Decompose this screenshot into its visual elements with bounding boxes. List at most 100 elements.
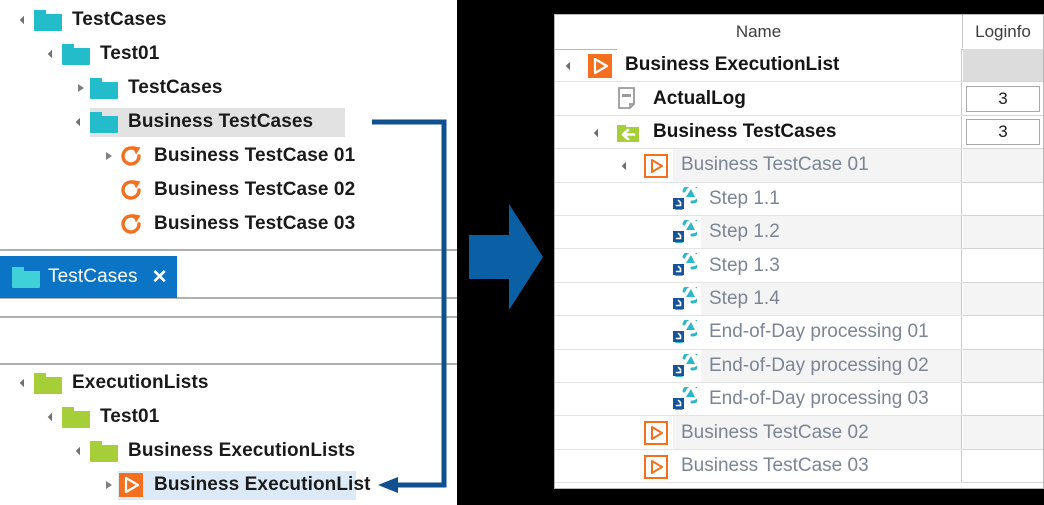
chevron-down-icon[interactable] — [74, 115, 88, 129]
row-label: Step 1.3 — [709, 254, 780, 276]
execution-play-filled-icon — [587, 53, 613, 79]
step-reload-icon — [671, 350, 703, 380]
table-row[interactable]: Step 1.3 — [555, 249, 1043, 283]
cell-name: Step 1.3 — [701, 249, 962, 283]
table-row[interactable]: End-of-Day processing 02 — [555, 349, 1043, 383]
cell-name: Step 1.4 — [701, 282, 962, 317]
big-right-arrow-icon — [469, 204, 543, 310]
row-divider — [555, 348, 1043, 350]
panel-divider — [0, 363, 457, 365]
cell-loginfo: 3 — [963, 82, 1043, 116]
tab-label: TestCases — [48, 266, 138, 287]
panel-divider — [0, 316, 457, 318]
table-row[interactable]: End-of-Day processing 03 — [555, 383, 1043, 417]
table-row[interactable]: Business TestCase 01 — [555, 149, 1043, 183]
cell-loginfo — [963, 316, 1043, 350]
row-label: ActualLog — [653, 87, 746, 109]
row-label: End-of-Day processing 02 — [709, 354, 929, 376]
tree-item[interactable]: Business TestCase 03 — [102, 209, 355, 239]
cell-loginfo — [963, 449, 1043, 484]
table-row[interactable]: Step 1.2 — [555, 216, 1043, 250]
row-label: Business ExecutionList — [625, 54, 840, 76]
table-row[interactable]: Step 1.1 — [555, 182, 1043, 216]
cell-loginfo — [963, 149, 1043, 183]
row-label: Business TestCase 02 — [681, 421, 869, 443]
cell-loginfo — [963, 383, 1043, 417]
tree-item[interactable]: Business TestCases — [74, 107, 313, 137]
cell-loginfo — [963, 349, 1043, 383]
twisty-spacer — [102, 217, 116, 231]
cell-name: ActualLog — [645, 82, 962, 116]
execution-play-outline-icon — [643, 420, 669, 446]
cell-name: Step 1.2 — [701, 216, 962, 250]
actual-log-icon — [615, 86, 641, 112]
chevron-down-icon[interactable] — [565, 60, 577, 72]
tree-item[interactable]: Test01 — [46, 402, 159, 432]
tree-item[interactable]: ExecutionLists — [18, 368, 209, 398]
chevron-down-icon[interactable] — [18, 376, 32, 390]
tree-item[interactable]: Business ExecutionLists — [74, 436, 355, 466]
cell-loginfo — [963, 416, 1043, 450]
teal-folder-icon — [90, 111, 118, 133]
teal-folder-icon — [62, 43, 90, 65]
step-reload-icon — [671, 383, 703, 413]
tree-item[interactable]: Business ExecutionList — [102, 470, 371, 500]
chevron-down-icon[interactable] — [593, 127, 605, 139]
tree-item[interactable]: TestCases — [74, 73, 223, 103]
execution-play-outline-icon — [643, 454, 669, 480]
execution-play-outline-icon — [643, 153, 669, 179]
cell-name: Business TestCases — [645, 115, 962, 150]
green-back-folder-icon — [615, 120, 641, 146]
row-label: Business TestCase 01 — [681, 154, 869, 176]
selection-highlight — [90, 108, 345, 137]
tree-item-label: Business TestCase 02 — [154, 179, 356, 200]
tab-testcases[interactable]: TestCases ✕ — [0, 256, 177, 298]
tree-item[interactable]: Business TestCase 01 — [102, 141, 355, 171]
execution-play-icon — [118, 472, 144, 498]
chevron-right-icon[interactable] — [102, 149, 116, 163]
panel-divider — [0, 249, 457, 251]
table-row[interactable]: End-of-Day processing 01 — [555, 316, 1043, 350]
loginfo-value[interactable]: 3 — [966, 85, 1040, 112]
teal-folder-icon — [34, 9, 62, 31]
tree-item[interactable]: Business TestCase 02 — [102, 175, 355, 205]
chevron-right-icon[interactable] — [74, 81, 88, 95]
table-row[interactable]: Business ExecutionList — [555, 49, 1043, 83]
tree-item-label: Business TestCase 01 — [154, 145, 356, 166]
table-row[interactable]: Business TestCase 02 — [555, 416, 1043, 450]
row-divider — [555, 81, 1043, 83]
row-divider — [555, 482, 1043, 484]
row-label: Step 1.1 — [709, 187, 780, 209]
cell-name: Business ExecutionList — [617, 49, 962, 83]
row-divider — [555, 248, 1043, 250]
loginfo-value[interactable]: 3 — [966, 118, 1040, 145]
tree-item[interactable]: TestCases — [18, 5, 167, 35]
chevron-right-icon[interactable] — [102, 478, 116, 492]
row-divider — [555, 315, 1043, 317]
chevron-down-icon[interactable] — [46, 410, 60, 424]
cell-name: Business TestCase 02 — [673, 416, 962, 450]
chevron-down-icon[interactable] — [18, 13, 32, 27]
row-label: Step 1.4 — [709, 287, 780, 309]
table-row[interactable]: ActualLog 3 — [555, 82, 1043, 116]
row-divider — [555, 415, 1043, 417]
column-header-name[interactable]: Name — [555, 15, 963, 48]
table-row[interactable]: Business TestCase 03 — [555, 449, 1043, 484]
column-header-loginfo[interactable]: Loginfo — [975, 21, 1031, 41]
cell-name: End-of-Day processing 01 — [701, 316, 962, 350]
chevron-down-icon[interactable] — [74, 444, 88, 458]
cell-loginfo — [963, 282, 1043, 317]
tree-item-label: TestCases — [72, 9, 167, 30]
chevron-down-icon[interactable] — [46, 47, 60, 61]
chevron-down-icon[interactable] — [621, 160, 633, 172]
tree-item[interactable]: Test01 — [46, 39, 159, 69]
table-row[interactable]: Step 1.4 — [555, 282, 1043, 317]
cell-name: Step 1.1 — [701, 182, 962, 216]
cell-loginfo — [963, 216, 1043, 250]
reload-icon — [118, 212, 144, 236]
tree-item-label: Test01 — [100, 406, 160, 427]
tree-item-label: Business ExecutionList — [154, 474, 371, 495]
close-icon[interactable]: ✕ — [151, 266, 168, 288]
